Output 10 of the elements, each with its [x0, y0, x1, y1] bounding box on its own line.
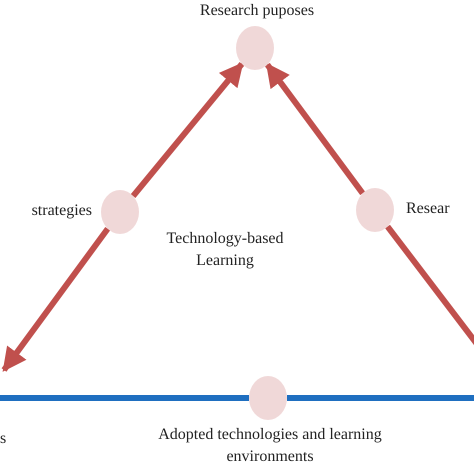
node-label: Resear — [406, 199, 451, 219]
node-label: Adopted technologies and learning environments — [157, 425, 383, 467]
node-label: strategies — [30, 201, 92, 221]
arrow — [130, 62, 244, 198]
node-label: Research puposes — [198, 1, 316, 21]
arrow — [2, 226, 110, 372]
arrow — [264, 62, 366, 196]
connector-line — [287, 395, 474, 401]
text-label: s — [0, 429, 8, 449]
center-label: Technology-based Learning — [165, 229, 285, 271]
